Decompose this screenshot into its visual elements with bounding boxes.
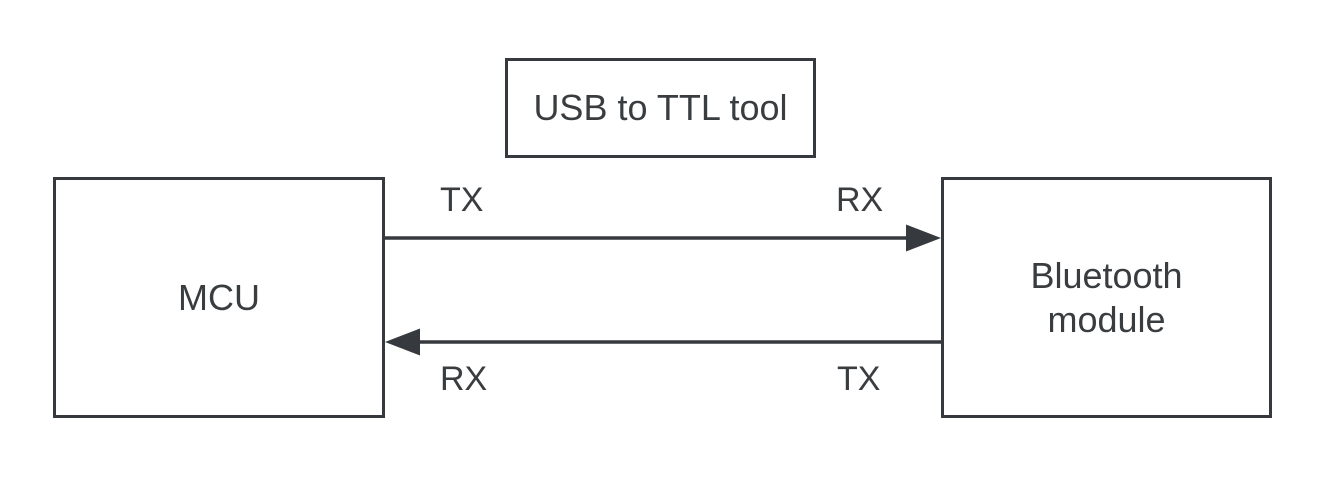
arrowhead-right-icon — [906, 224, 941, 252]
node-bluetooth-module: Bluetooth module — [941, 177, 1272, 418]
node-mcu: MCU — [53, 177, 385, 418]
node-usb-to-ttl-tool: USB to TTL tool — [505, 58, 816, 158]
pin-label-mcu-rx: RX — [440, 360, 488, 398]
pin-label-bluetooth-tx: TX — [837, 360, 881, 398]
pin-label-mcu-tx: TX — [440, 181, 484, 219]
usb-to-ttl-tool-label: USB to TTL tool — [533, 87, 788, 129]
arrowhead-left-icon — [385, 328, 420, 356]
bluetooth-module-label: Bluetooth module — [1030, 255, 1183, 340]
pin-label-bluetooth-rx: RX — [836, 181, 884, 219]
mcu-label: MCU — [178, 276, 260, 318]
